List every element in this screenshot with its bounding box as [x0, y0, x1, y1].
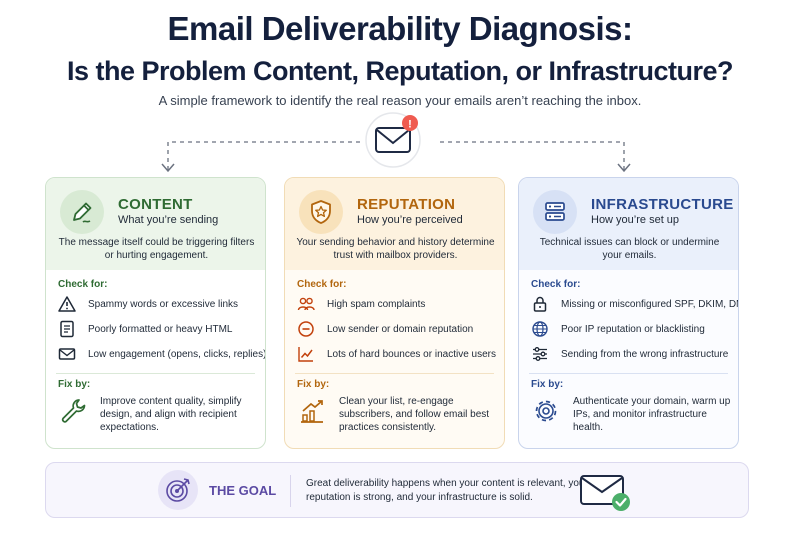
goal-separator: [290, 475, 291, 507]
infrastructure-check-label: Check for:: [531, 279, 581, 290]
server-icon: [533, 190, 577, 234]
goal-banner: THE GOAL Great deliverability happens wh…: [45, 462, 749, 518]
growth-chart-icon: [297, 396, 327, 426]
goal-text: Great deliverability happens when your c…: [306, 478, 588, 503]
connector-right-arrow: [617, 163, 631, 173]
reputation-check-item: Lots of hard bounces or inactive users: [297, 345, 496, 363]
pencil-paper-icon: [60, 190, 104, 234]
reputation-card-subtitle: How you’re perceived: [357, 214, 463, 226]
infrastructure-card-title: INFRASTRUCTURE: [591, 196, 734, 213]
trend-chart-icon: [297, 345, 315, 363]
infrastructure-check-item: Poor IP reputation or blacklisting: [531, 320, 705, 338]
page-title-line2: Is the Problem Content, Reputation, or I…: [66, 56, 734, 86]
content-fix-text: Improve content quality, simplify design…: [100, 396, 242, 433]
reputation-card: REPUTATION How you’re perceived Your sen…: [284, 177, 505, 449]
target-icon: [158, 470, 198, 510]
content-card-description: The message itself could be triggering f…: [58, 237, 255, 261]
warning-icon: [58, 295, 76, 313]
reputation-fix-text: Clean your list, re-engage subscribers, …: [339, 396, 490, 433]
shield-star-icon: [299, 190, 343, 234]
reputation-card-description: Your sending behavior and history determ…: [296, 237, 495, 261]
reputation-fix-label: Fix by:: [297, 379, 330, 390]
reputation-check-item: High spam complaints: [297, 295, 425, 313]
content-check-item: Spammy words or excessive links: [58, 295, 238, 313]
infrastructure-check-item: Sending from the wrong infrastructure: [531, 345, 728, 363]
gear-icon: [531, 396, 561, 426]
envelope-icon: [58, 345, 76, 363]
reputation-check-label: Check for:: [297, 279, 347, 290]
page-title: Email Deliverability Diagnosis:: [167, 10, 634, 47]
reputation-check-item: Low sender or domain reputation: [297, 320, 473, 338]
content-divider: [56, 373, 255, 374]
content-card-subtitle: What you’re sending: [118, 214, 219, 226]
infrastructure-check-item: Missing or misconfigured SPF, DKIM, DMAR…: [531, 295, 738, 313]
page-subtitle: A simple framework to identify the real …: [158, 93, 642, 108]
connector-left-arrow: [161, 163, 175, 173]
content-card-title: CONTENT: [118, 196, 193, 213]
content-check-item: Poorly formatted or heavy HTML: [58, 320, 233, 338]
minus-circle-icon: [297, 320, 315, 338]
infrastructure-divider: [529, 373, 728, 374]
content-check-label: Check for:: [58, 279, 108, 290]
sliders-icon: [531, 345, 549, 363]
envelope-alert-icon: [365, 112, 421, 168]
infrastructure-fix-text: Authenticate your domain, warm up IPs, a…: [573, 396, 731, 433]
connector-left-line: [167, 141, 360, 170]
infrastructure-card: INFRASTRUCTURE How you’re set up Technic…: [518, 177, 739, 449]
users-icon: [297, 295, 315, 313]
connector-right-line: [440, 141, 625, 170]
infrastructure-card-description: Technical issues can block or undermine …: [539, 237, 720, 261]
content-fix-label: Fix by:: [58, 379, 91, 390]
reputation-divider: [295, 373, 494, 374]
flow-connector: !: [161, 112, 631, 173]
globe-icon: [531, 320, 549, 338]
content-check-item: Low engagement (opens, clicks, replies): [58, 345, 265, 363]
wrench-icon: [58, 396, 88, 426]
reputation-card-title: REPUTATION: [357, 196, 456, 213]
envelope-check-icon: [580, 475, 630, 511]
content-card: CONTENT What you’re sending The message …: [45, 177, 266, 449]
infrastructure-fix-label: Fix by:: [531, 379, 564, 390]
infrastructure-card-subtitle: How you’re set up: [591, 214, 680, 226]
goal-label: THE GOAL: [209, 483, 277, 498]
alert-badge-text: !: [408, 119, 412, 131]
document-icon: [58, 320, 76, 338]
lock-icon: [531, 295, 549, 313]
